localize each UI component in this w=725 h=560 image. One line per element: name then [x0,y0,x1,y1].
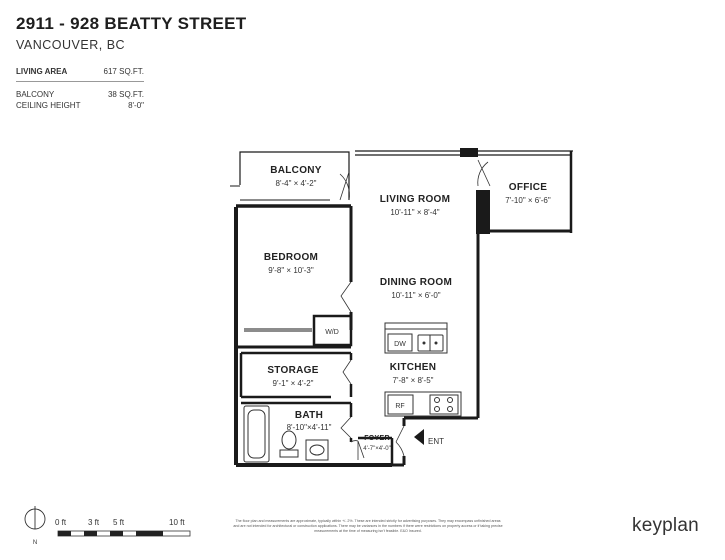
entry-arrow-icon [414,429,424,445]
bedroom-door [340,281,352,313]
room-name-office: OFFICE [509,182,547,193]
entry-door [395,425,405,457]
room-dims-storage: 9'-1" × 4'-2" [273,379,314,388]
room-name-dining: DINING ROOM [380,277,452,288]
room-dims-foyer: 4'-7"×4'-0" [363,446,390,452]
room-name-foyer: FOYER [364,435,390,442]
room-name-kitchen: KITCHEN [390,362,437,373]
bathtub [243,405,270,463]
toilet-tank [279,449,299,458]
upper-counter [384,322,448,354]
doors [339,159,491,460]
area-stats: LIVING AREA 617 SQ.FT. BALCONY 38 SQ.FT.… [16,66,144,111]
scale-tick-3: 3 ft [88,518,100,527]
bath-door [340,416,352,439]
listing-city: VANCOUVER, BC [16,38,126,52]
room-dims-balcony: 8'-4" × 4'-2" [276,179,317,188]
room-dims-bedroom: 9'-8" × 10'-3" [268,266,314,275]
stat-living-area-label: LIVING AREA [16,67,68,76]
north-label: N [33,540,37,546]
brand-logo: keyplan [632,515,699,536]
scale-tick-0: 0 ft [55,518,67,527]
refrigerator [387,394,414,415]
room-dims-office: 7'-10" × 6'-6" [505,196,551,205]
office-door [477,159,491,187]
listing-title: 2911 - 928 BEATTY STREET [16,14,247,33]
scale-bar [57,530,191,537]
bath-fixtures [243,405,329,463]
toilet-bowl [281,430,297,450]
room-dims-dining: 10'-11" × 6'-0" [391,291,440,300]
room-dims-kitchen: 7'-8" × 8'-5" [393,376,434,385]
room-dims-living: 10'-11" × 8'-4" [390,208,439,217]
room-name-storage: STORAGE [267,365,318,376]
room-name-living: LIVING ROOM [380,194,451,205]
north-arrow-icon [24,506,46,530]
stat-balcony-label: BALCONY [16,90,55,99]
stat-balcony: BALCONY 38 SQ.FT. [16,89,144,100]
office-column [476,190,490,234]
storage-door [342,359,352,385]
walls [230,148,573,467]
stat-ceiling: CEILING HEIGHT 8'-0" [16,100,144,111]
rf-label: RF [395,403,404,410]
dw-label: DW [394,341,406,348]
cooktop [429,394,459,415]
dishwasher [387,333,413,352]
room-name-bedroom: BEDROOM [264,252,318,263]
entry-label: ENT [428,437,444,446]
stat-ceiling-value: 8'-0" [128,101,144,110]
room-name-balcony: BALCONY [270,165,322,176]
top-column [460,148,478,157]
balcony-outline [239,151,350,200]
stat-living-area-value: 617 SQ.FT. [103,67,144,76]
stat-living-area: LIVING AREA 617 SQ.FT. [16,66,144,82]
wd-label: W/D [325,329,339,336]
wd-closet [312,314,353,347]
kitchen-counters [384,322,462,417]
stat-balcony-value: 38 SQ.FT. [107,90,144,99]
lower-counter [384,391,462,417]
room-dims-bath: 8'-10"×4'-11" [287,423,332,432]
room-name-bath: BATH [295,410,323,421]
foyer-closet-door [357,440,365,460]
stat-ceiling-label: CEILING HEIGHT [16,101,81,110]
disclaimer-text: The floor plan and measurements are appr… [233,519,503,533]
scale-tick-10: 10 ft [169,518,185,527]
scale-tick-5: 5 ft [113,518,125,527]
bath-vanity [305,439,329,461]
balcony-door [339,171,350,201]
